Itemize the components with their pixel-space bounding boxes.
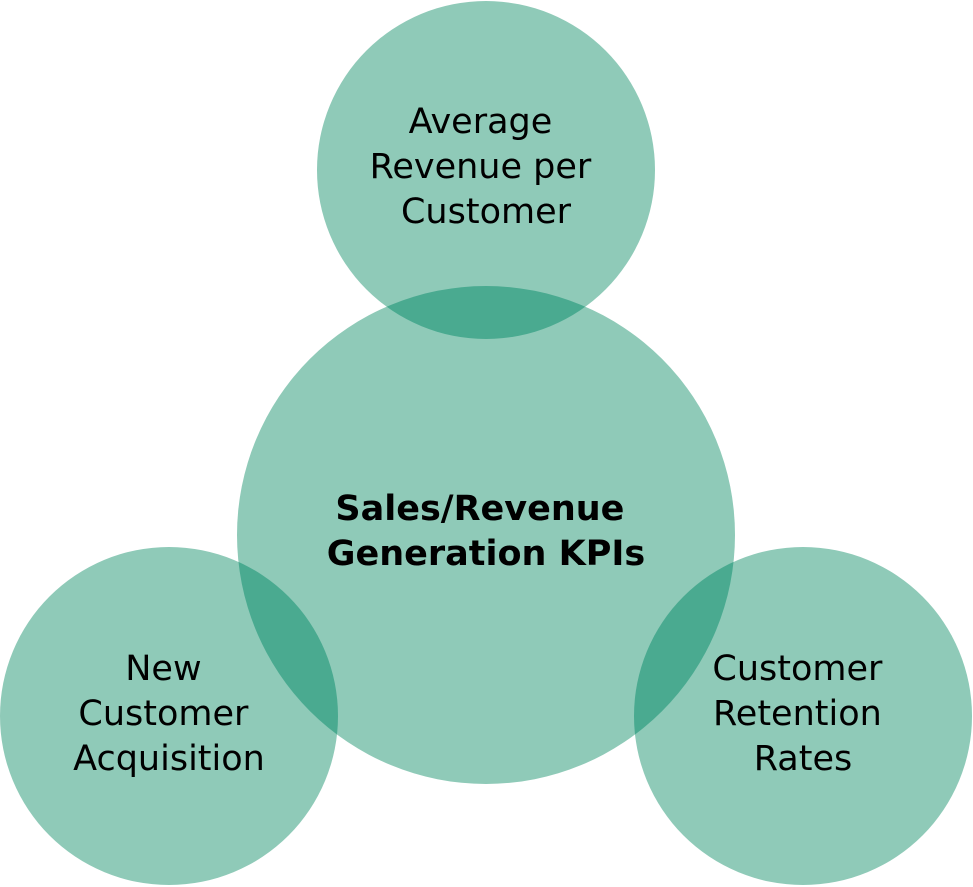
center-label: Sales/Revenue Generation KPIs [327,489,646,574]
top-label-line-1: Average [409,102,553,142]
right-label-line-2: Retention [713,694,882,734]
center-label-line-2: Generation KPIs [327,534,646,574]
circle-average-revenue [317,1,655,339]
left-label-line-2: Customer [78,694,249,734]
circle-sales-revenue-kpis [237,286,735,784]
center-label-line-1: Sales/Revenue [335,489,624,529]
right-label-line-3: Rates [754,739,853,779]
top-label: Average Revenue per Customer [370,102,603,232]
right-label: Customer Retention Rates [712,649,893,779]
left-label: New Customer Acquisition [73,649,265,779]
left-label-line-3: Acquisition [73,739,265,779]
top-label-line-2: Revenue per [370,147,592,187]
left-label-line-1: New [125,649,201,689]
top-label-line-3: Customer [401,192,572,232]
right-label-line-1: Customer [712,649,883,689]
circle-new-customer-acquisition [0,547,338,885]
circle-customer-retention [634,547,972,885]
